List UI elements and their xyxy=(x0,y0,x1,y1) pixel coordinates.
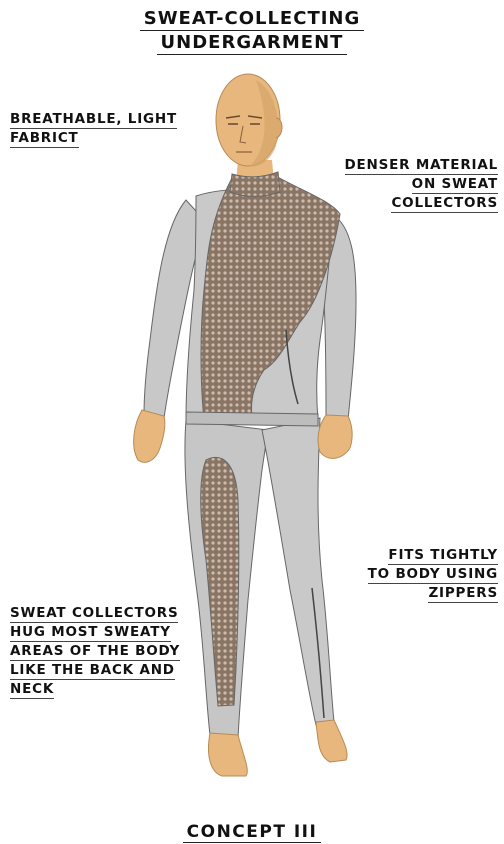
title-line-2: UNDERGARMENT xyxy=(0,32,504,55)
ear xyxy=(276,118,282,138)
right-leg xyxy=(262,418,334,725)
waistband xyxy=(186,412,318,426)
right-hand xyxy=(318,415,352,458)
left-hand xyxy=(134,410,165,462)
note-breathable-fabric: BREATHABLE, LIGHT FABRICT xyxy=(10,110,177,148)
left-foot xyxy=(209,733,248,776)
title-line-1: SWEAT-COLLECTING xyxy=(0,8,504,31)
right-foot xyxy=(316,720,347,762)
concept-label: CONCEPT III xyxy=(0,822,504,843)
note-fits-tightly: FITS TIGHTLY TO BODY USING ZIPPERS xyxy=(368,546,498,603)
note-sweat-collectors: SWEAT COLLECTORS HUG MOST SWEATY AREAS O… xyxy=(10,604,180,699)
note-denser-material: DENSER MATERIAL ON SWEAT COLLECTORS xyxy=(345,156,499,213)
